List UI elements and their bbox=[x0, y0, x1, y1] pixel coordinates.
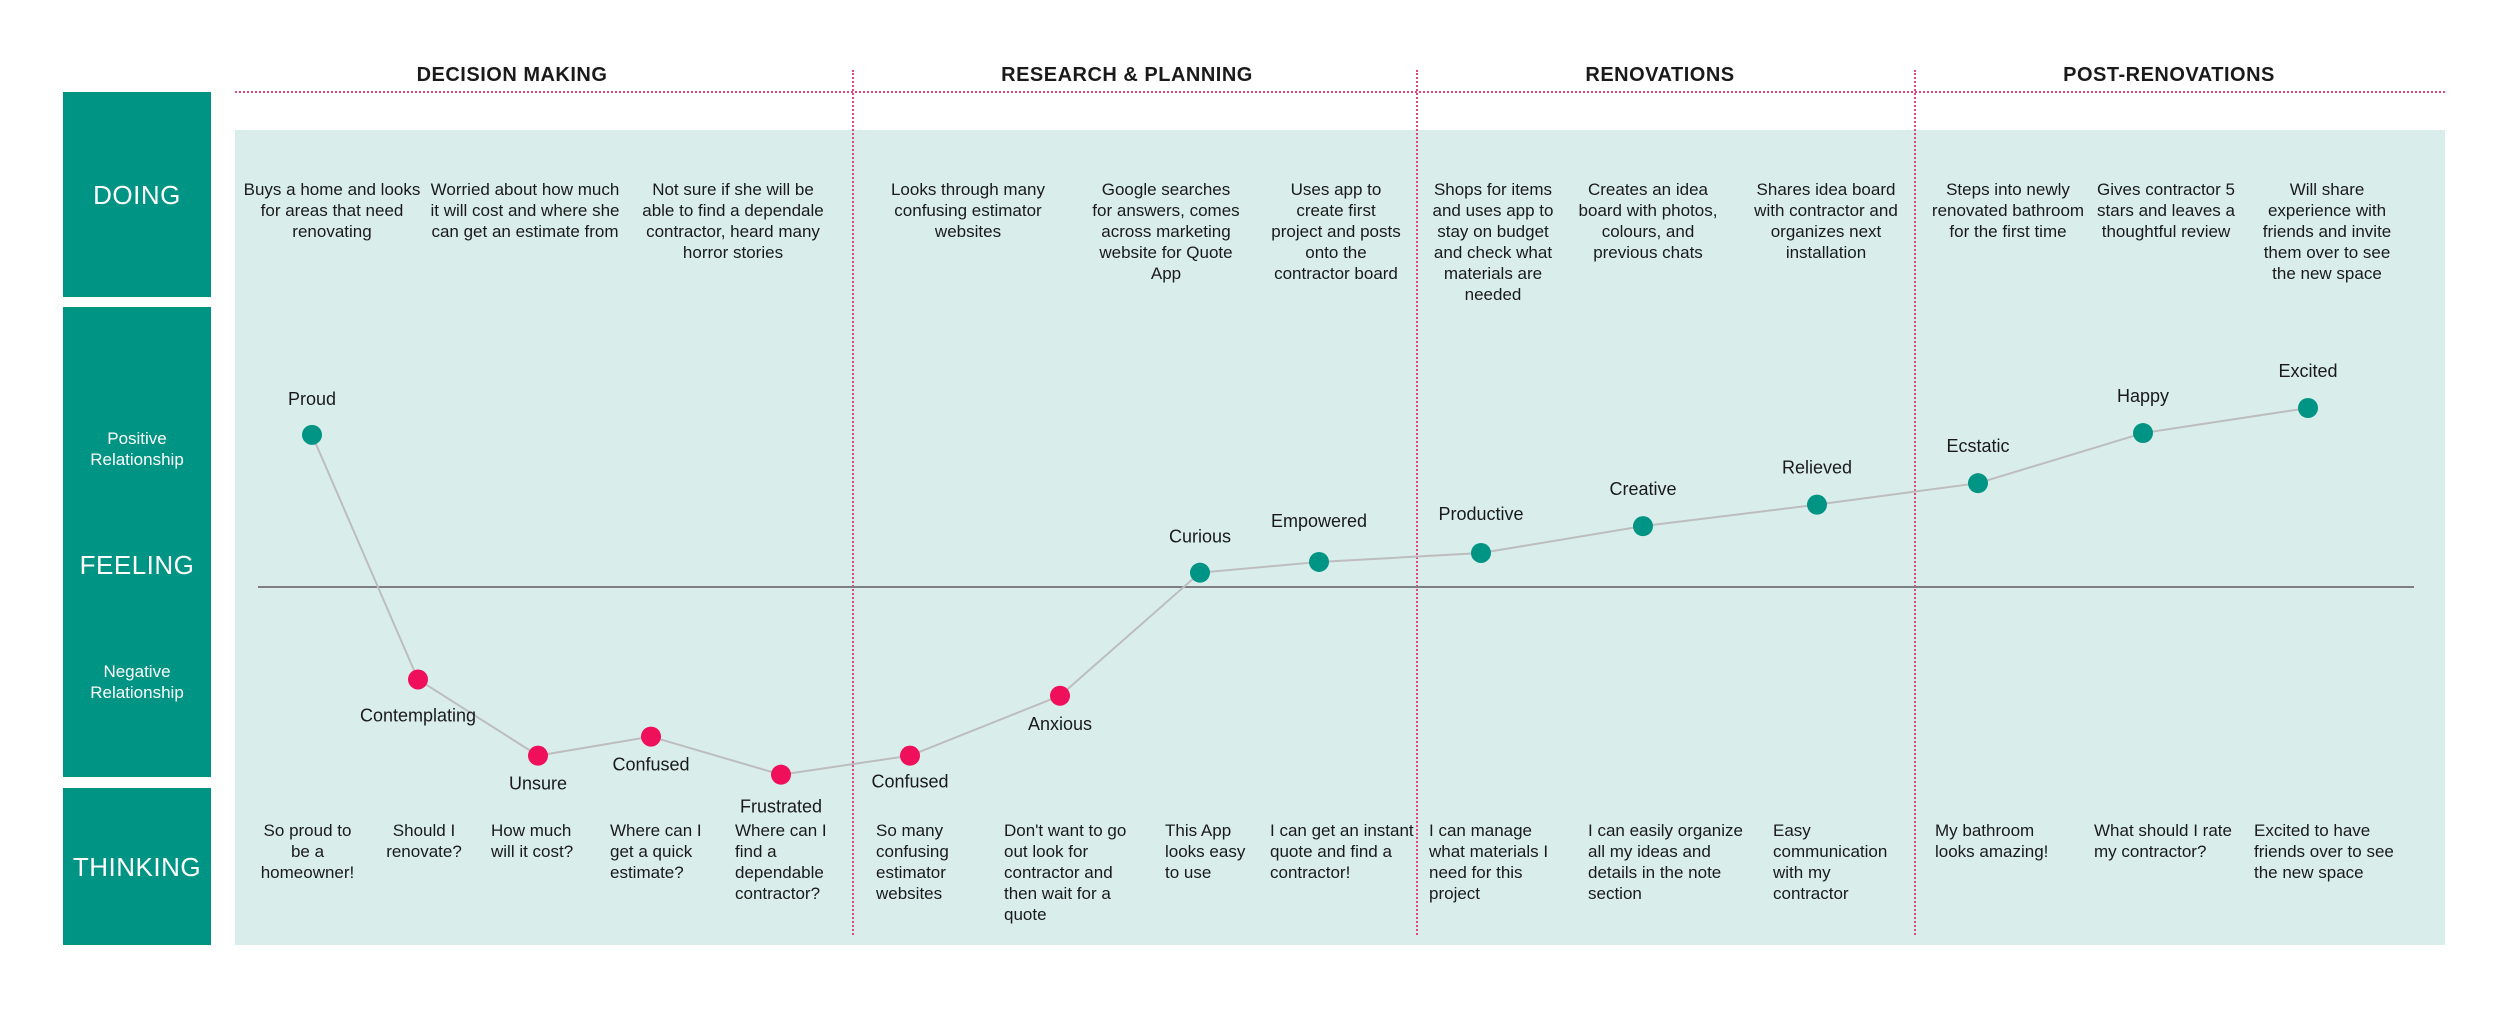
feeling-label: FEELING bbox=[79, 550, 195, 580]
phase-decision-making: DECISION MAKING bbox=[416, 64, 608, 86]
doing-step: Uses app to create first project and pos… bbox=[1271, 180, 1401, 283]
doing-step: Buys a home and looks for areas that nee… bbox=[243, 180, 421, 241]
feeling-point bbox=[2298, 398, 2318, 418]
feeling-label: Productive bbox=[1438, 504, 1523, 524]
feeling-label: Relieved bbox=[1782, 458, 1852, 478]
doing-label: DOING bbox=[93, 180, 181, 210]
phase-divider bbox=[1914, 70, 1916, 935]
negative-relationship-label: Negative Relationship bbox=[90, 662, 184, 702]
journey-map-panel bbox=[235, 130, 2445, 945]
feeling-point bbox=[408, 669, 428, 690]
feeling-label: Happy bbox=[2117, 386, 2169, 406]
feeling-label: Contemplating bbox=[360, 705, 476, 725]
thinking-quote: Should I renovate? bbox=[386, 821, 462, 861]
thinking-quote: I can manage what materials I need for t… bbox=[1429, 821, 1549, 903]
feeling-row-label: Positive Relationship FEELING Negative R… bbox=[63, 307, 211, 777]
thinking-quote: I can easily organize all my ideas and d… bbox=[1588, 821, 1743, 903]
thinking-quote: Excited to have friends over to see the … bbox=[2254, 821, 2394, 882]
feeling-point bbox=[1807, 494, 1827, 515]
feeling-label: Confused bbox=[612, 755, 689, 775]
thinking-quote: So many confusing estimator websites bbox=[876, 821, 949, 903]
thinking-quote: Easy communication with my contractor bbox=[1773, 821, 1888, 903]
feeling-point bbox=[1968, 473, 1988, 494]
phase-research-planning: RESEARCH & PLANNING bbox=[1001, 64, 1253, 86]
doing-step: Google searches for answers, comes acros… bbox=[1092, 180, 1240, 283]
phase-divider bbox=[1416, 70, 1418, 935]
doing-row-label: DOING bbox=[63, 92, 211, 297]
doing-step: Creates an idea board with photos, colou… bbox=[1578, 180, 1718, 262]
feeling-point bbox=[771, 764, 791, 785]
emotion-line bbox=[311, 407, 2309, 776]
feeling-point bbox=[528, 745, 548, 766]
thinking-label: THINKING bbox=[72, 852, 202, 882]
feeling-label: Ecstatic bbox=[1946, 436, 2009, 456]
feeling-label: Anxious bbox=[1028, 714, 1092, 734]
positive-relationship-label: Positive Relationship bbox=[90, 429, 184, 469]
feeling-point bbox=[900, 745, 920, 766]
doing-step: Gives contractor 5 stars and leaves a th… bbox=[2097, 180, 2235, 241]
feeling-label: Excited bbox=[2278, 361, 2337, 381]
feeling-label: Curious bbox=[1169, 527, 1231, 547]
feeling-point bbox=[641, 726, 661, 747]
feeling-label: Empowered bbox=[1271, 511, 1367, 531]
doing-step: Not sure if she will be able to find a d… bbox=[642, 180, 824, 262]
feeling-label: Creative bbox=[1609, 479, 1676, 499]
thinking-quote: How much will it cost? bbox=[491, 821, 574, 861]
doing-step: Steps into newly renovated bathroom for … bbox=[1931, 180, 2085, 241]
feeling-point bbox=[1309, 551, 1329, 572]
doing-step: Will share experience with friends and i… bbox=[2262, 180, 2392, 283]
doing-step: Worried about how much it will cost and … bbox=[430, 180, 620, 241]
doing-step: Shares idea board with contractor and or… bbox=[1754, 180, 1898, 262]
feeling-point bbox=[2133, 423, 2153, 444]
thinking-quote: My bathroom looks amazing! bbox=[1935, 821, 2049, 861]
thinking-quote: What should I rate my contractor? bbox=[2094, 821, 2232, 861]
thinking-quote: This App looks easy to use bbox=[1165, 821, 1246, 882]
feeling-point bbox=[1633, 516, 1653, 537]
thinking-quote: So proud to be a homeowner! bbox=[260, 821, 355, 882]
feeling-point bbox=[1190, 562, 1210, 583]
phase-header-divider bbox=[235, 91, 2445, 93]
feeling-label: Confused bbox=[871, 772, 948, 792]
feeling-point bbox=[1050, 685, 1070, 706]
phase-post-renovations: POST-RENOVATIONS bbox=[2063, 64, 2275, 86]
thinking-quote: Where can I get a quick estimate? bbox=[610, 821, 702, 882]
thinking-quote: Where can I find a dependable contractor… bbox=[735, 821, 827, 903]
thinking-row-label: THINKING bbox=[63, 788, 211, 945]
feeling-label: Unsure bbox=[509, 774, 567, 794]
thinking-quote: I can get an instant quote and find a co… bbox=[1270, 821, 1414, 882]
feeling-point bbox=[1471, 542, 1491, 563]
phase-divider bbox=[852, 70, 854, 935]
phase-renovations: RENOVATIONS bbox=[1585, 64, 1735, 86]
feeling-label: Frustrated bbox=[740, 797, 822, 817]
doing-step: Looks through many confusing estimator w… bbox=[890, 180, 1046, 241]
feeling-point bbox=[302, 424, 322, 445]
doing-step: Shops for items and uses app to stay on … bbox=[1432, 180, 1554, 304]
feeling-label: Proud bbox=[288, 389, 336, 409]
thinking-quote: Don't want to go out look for contractor… bbox=[1004, 821, 1127, 924]
